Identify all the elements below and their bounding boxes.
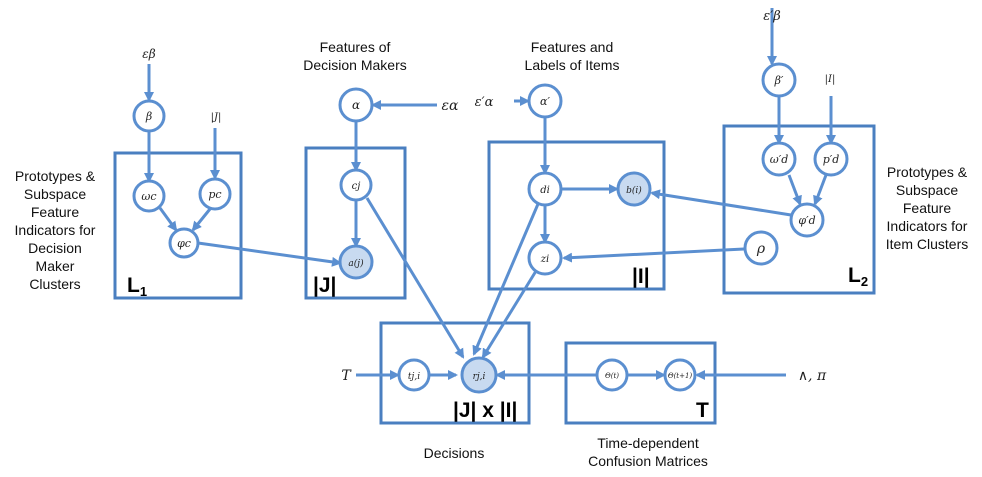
node-p-c	[198, 177, 232, 211]
plate-label-JxI: |J| x |I|	[453, 399, 517, 422]
caption-features-items-2: Labels of Items	[525, 57, 620, 73]
caption-proto-dm-5: Decision	[28, 240, 82, 256]
node-omega-c	[132, 179, 166, 213]
label-theta-t: Θ(t)	[605, 372, 619, 380]
caption-proto-dm-4: Indicators for	[15, 222, 96, 238]
plate-label-I: |I|	[632, 265, 650, 288]
label-p-c: pc	[208, 188, 221, 201]
label-t-ji: tj,i	[408, 372, 420, 382]
node-beta-p	[761, 62, 797, 98]
input-eps-beta: εβ	[142, 47, 155, 61]
caption-proto-dm-2: Subspace	[24, 186, 86, 202]
edge-phid-bi	[650, 189, 792, 217]
node-d-i	[527, 171, 563, 207]
node-phi-c	[168, 227, 200, 259]
caption-features-dm-1: Features of	[320, 39, 391, 55]
edge-pc-phic	[191, 208, 212, 232]
label-beta-p: β′	[774, 74, 784, 87]
caption-confusion-2: Confusion Matrices	[588, 453, 708, 469]
plate-label-L2: L2	[848, 264, 868, 289]
node-b-i	[616, 171, 652, 207]
label-p-d: p′d	[823, 153, 840, 166]
label-rho: ρ	[756, 241, 766, 257]
caption-proto-items-5: Item Clusters	[886, 236, 968, 252]
label-alpha: α	[352, 98, 360, 112]
caption-proto-dm-3: Feature	[31, 204, 79, 220]
input-eps-beta-p: ε′β	[763, 9, 780, 24]
label-b-i: b(i)	[626, 185, 642, 196]
edge-phic-aj	[197, 241, 342, 267]
input-eps-alpha: εα	[442, 98, 460, 114]
edge-di-rji	[472, 203, 540, 356]
node-alpha	[338, 87, 374, 123]
node-r-ji	[460, 356, 498, 394]
input-lambda-pi: ∧, π	[798, 368, 827, 384]
caption-proto-dm-7: Clusters	[29, 276, 80, 292]
label-omega-d: ω′d	[770, 153, 789, 166]
label-phi-c: φc	[177, 237, 191, 250]
node-z-i	[527, 240, 563, 276]
caption-features-items-1: Features and	[531, 39, 614, 55]
plate-L2	[722, 124, 876, 295]
node-phi-d	[789, 202, 825, 238]
plate-label-L1: L1	[127, 274, 147, 299]
edge-omegad-phid	[787, 174, 802, 206]
node-c-j	[339, 168, 373, 202]
plate-L1	[113, 151, 243, 300]
label-d-i: di	[540, 185, 550, 196]
plate-JxI	[379, 321, 531, 425]
node-theta-t1	[663, 358, 697, 392]
plate-label-T: T	[696, 399, 709, 422]
caption-proto-dm-6: Maker	[36, 258, 75, 274]
label-r-ji: rj,i	[473, 372, 486, 382]
edge-pd-phid	[813, 174, 828, 206]
node-t-ji	[397, 358, 431, 392]
edge-rho-zi	[562, 247, 745, 263]
input-eps-alpha-p: ε′α	[475, 95, 494, 110]
caption-confusion-1: Time-dependent	[597, 435, 699, 451]
label-alpha-p: α′	[540, 95, 550, 108]
node-beta	[132, 99, 166, 133]
caption-proto-dm-1: Prototypes &	[15, 168, 96, 184]
edge-cj-rji	[365, 197, 465, 359]
label-phi-d: φ′d	[798, 214, 815, 227]
caption-decisions: Decisions	[424, 445, 485, 461]
label-a-j: a(j)	[348, 258, 364, 269]
caption-proto-items-3: Feature	[903, 200, 951, 216]
node-alpha-p	[527, 83, 563, 119]
plate-I	[487, 140, 666, 291]
label-theta-t1: Θ(t+1)	[668, 372, 693, 380]
node-p-d	[813, 141, 849, 177]
node-a-j	[338, 244, 374, 280]
plate-label-J: |J|	[313, 274, 336, 297]
input-J-count: |J|	[211, 112, 222, 123]
edge-zi-rji	[481, 270, 538, 359]
label-omega-c: ωc	[141, 190, 156, 203]
plate-T	[564, 341, 717, 425]
node-theta-t	[595, 358, 629, 392]
node-rho	[743, 230, 779, 266]
caption-proto-items-2: Subspace	[896, 182, 958, 198]
input-T: T	[341, 368, 352, 384]
edge-omegac-phic	[158, 207, 178, 232]
label-beta: β	[145, 110, 152, 123]
input-I-count: |I|	[825, 74, 836, 85]
caption-proto-items-4: Indicators for	[887, 218, 968, 234]
label-c-j: cj	[352, 181, 361, 192]
node-omega-d	[761, 141, 797, 177]
caption-proto-items-1: Prototypes &	[887, 164, 968, 180]
caption-features-dm-2: Decision Makers	[303, 57, 406, 73]
label-z-i: zi	[540, 254, 549, 265]
